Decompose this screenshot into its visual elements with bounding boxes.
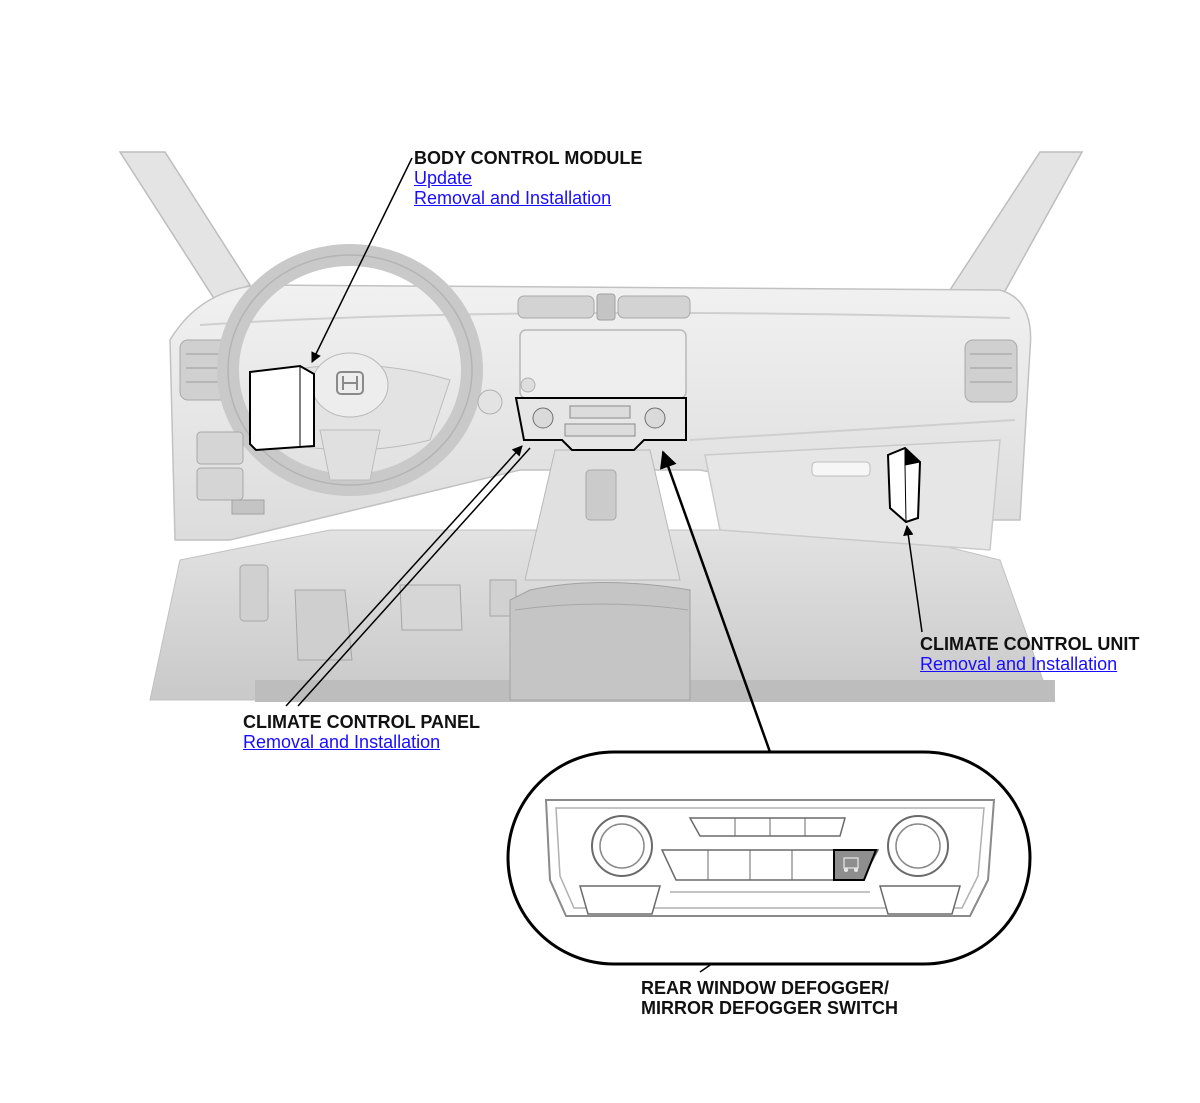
air-vent-center <box>517 293 691 321</box>
knob-icon <box>477 389 503 415</box>
a-pillar-left <box>118 151 252 301</box>
climate-control-panel-outline[interactable] <box>514 397 687 451</box>
defogger-switch-title-line1: REAR WINDOW DEFOGGER/ <box>641 978 889 998</box>
climate-control-unit-removal-link[interactable]: Removal and Installation <box>920 654 1118 674</box>
steering-wheel-logo-icon <box>336 371 364 395</box>
leader-lines <box>285 157 923 973</box>
air-vent-right <box>964 339 1018 403</box>
left-switch-panel <box>196 431 269 622</box>
body-control-module-box[interactable] <box>249 364 315 452</box>
defogger-switch-icon[interactable] <box>833 849 878 881</box>
climate-control-unit-title: CLIMATE CONTROL UNIT <box>920 634 1140 654</box>
callout-defogger-switch: REAR WINDOW DEFOGGER/ MIRROR DEFOGGER SW… <box>641 978 898 1018</box>
climate-panel-detail <box>506 750 1032 966</box>
callout-climate-control-unit: CLIMATE CONTROL UNIT Removal and Install… <box>920 634 1139 674</box>
callout-climate-control-panel: CLIMATE CONTROL PANEL Removal and Instal… <box>243 712 480 752</box>
body-control-module-removal-link[interactable]: Removal and Installation <box>414 188 612 208</box>
center-console <box>509 449 691 701</box>
climate-control-panel-removal-link[interactable]: Removal and Installation <box>243 732 441 752</box>
a-pillar-right <box>948 151 1084 301</box>
center-display <box>519 329 687 399</box>
climate-control-unit-box[interactable] <box>886 446 922 524</box>
body-control-module-update-link[interactable]: Update <box>414 168 473 188</box>
defogger-switch-title-line2: MIRROR DEFOGGER SWITCH <box>641 998 898 1018</box>
callout-body-control-module: BODY CONTROL MODULE Update Removal and I… <box>414 148 642 208</box>
climate-control-panel-title: CLIMATE CONTROL PANEL <box>243 712 480 732</box>
body-control-module-title: BODY CONTROL MODULE <box>414 148 643 168</box>
